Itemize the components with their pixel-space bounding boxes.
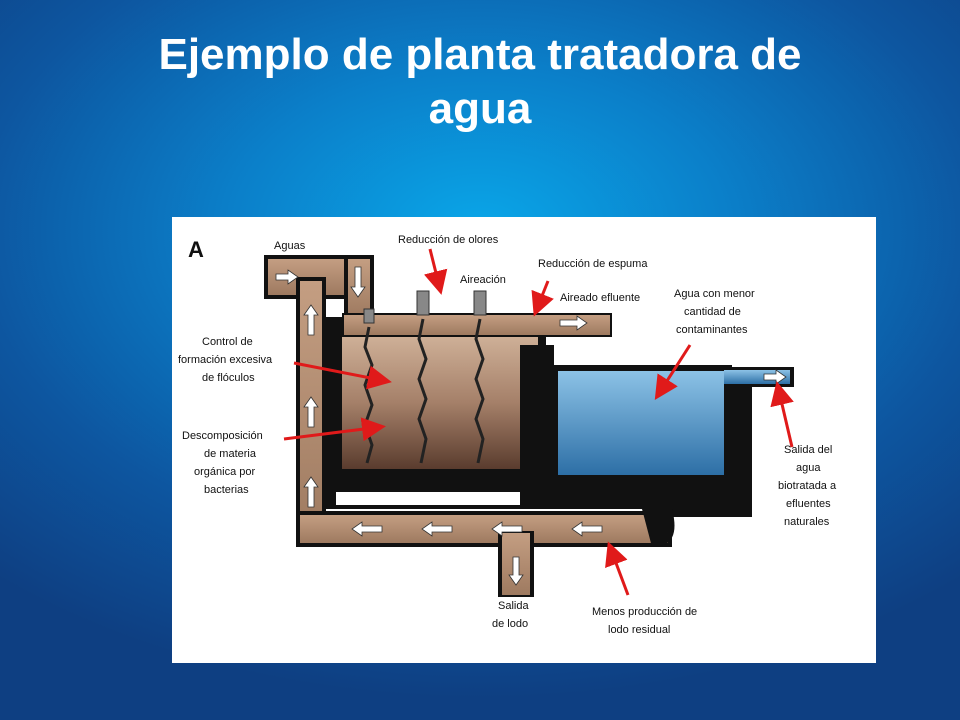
label-control-3: de flóculos (202, 372, 255, 384)
label-salida-agua-1: Salida del (784, 444, 832, 456)
label-descomp-3: orgánica por (194, 466, 255, 478)
arrow-salida-agua (770, 381, 794, 448)
slide-title: Ejemplo de planta tratadora de agua (60, 28, 900, 136)
label-reduccion-espuma: Reducción de espuma (538, 258, 648, 270)
flow-arrow-in (275, 269, 299, 285)
label-salida-lodo-1: Salida (498, 600, 529, 612)
flow-arrow-down-1 (350, 266, 366, 298)
label-agua-menor-3: contaminantes (676, 324, 748, 336)
partition-wall (520, 345, 554, 509)
label-salida-agua-5: naturales (784, 516, 830, 528)
flow-arrow-up-3 (303, 476, 319, 508)
label-descomp-2: de materia (204, 448, 257, 460)
slide-title-line-1: Ejemplo de planta tratadora de (158, 30, 802, 79)
flow-arrows (275, 266, 787, 586)
treatment-plant-diagram: A (172, 217, 876, 663)
diagram-svg: A (178, 234, 837, 636)
flow-arrow-left-2 (421, 521, 453, 537)
flow-arrow-up-1 (303, 304, 319, 336)
label-salida-agua-4: efluentes (786, 498, 831, 510)
callout-arrows (283, 248, 794, 596)
label-descomp-1: Descomposición (182, 430, 263, 442)
arrow-espuma (531, 280, 554, 317)
arrow-control (293, 361, 392, 390)
label-descomp-4: bacterias (204, 484, 249, 496)
label-reduccion-olores: Reducción de olores (398, 234, 499, 246)
aerator-1 (363, 308, 375, 464)
arrow-descomp (283, 417, 386, 442)
flow-arrow-left-1 (351, 521, 383, 537)
label-salida-lodo-2: de lodo (492, 618, 528, 630)
aerator-3 (473, 290, 487, 464)
label-control-2: formación excesiva (178, 354, 273, 366)
label-aireacion: Aireación (460, 274, 506, 286)
aeration-tank (326, 317, 626, 509)
label-agua-menor-1: Agua con menor (674, 288, 755, 300)
flow-arrow-left-4 (571, 521, 603, 537)
label-menos-lodo-2: lodo residual (608, 624, 670, 636)
label-control-1: Control de (202, 336, 253, 348)
label-salida-agua-3: biotratada a (778, 480, 837, 492)
arrow-menos-lodo (605, 541, 630, 596)
label-aguas: Aguas (274, 240, 306, 252)
return-pipe-bottom (296, 511, 672, 547)
arrow-agua-menor (654, 344, 692, 401)
aerator-2 (416, 290, 430, 464)
flow-arrow-up-2 (303, 396, 319, 428)
label-menos-lodo-1: Menos producción de (592, 606, 697, 618)
panel-letter: A (188, 237, 204, 262)
slide-title-line-2: agua (428, 84, 532, 133)
arrow-olores (423, 248, 448, 295)
flow-arrow-effluent (559, 315, 588, 331)
aerators (363, 290, 487, 464)
label-aireado-efluente: Aireado efluente (560, 292, 640, 304)
flow-arrow-left-3 (491, 521, 523, 537)
flow-arrow-out (763, 369, 787, 385)
diagram-labels: Aguas Reducción de olores Aireación Redu… (178, 234, 837, 636)
label-agua-menor-2: cantidad de (684, 306, 741, 318)
label-salida-agua-2: agua (796, 462, 821, 474)
flow-arrow-down-sludge (508, 556, 524, 586)
